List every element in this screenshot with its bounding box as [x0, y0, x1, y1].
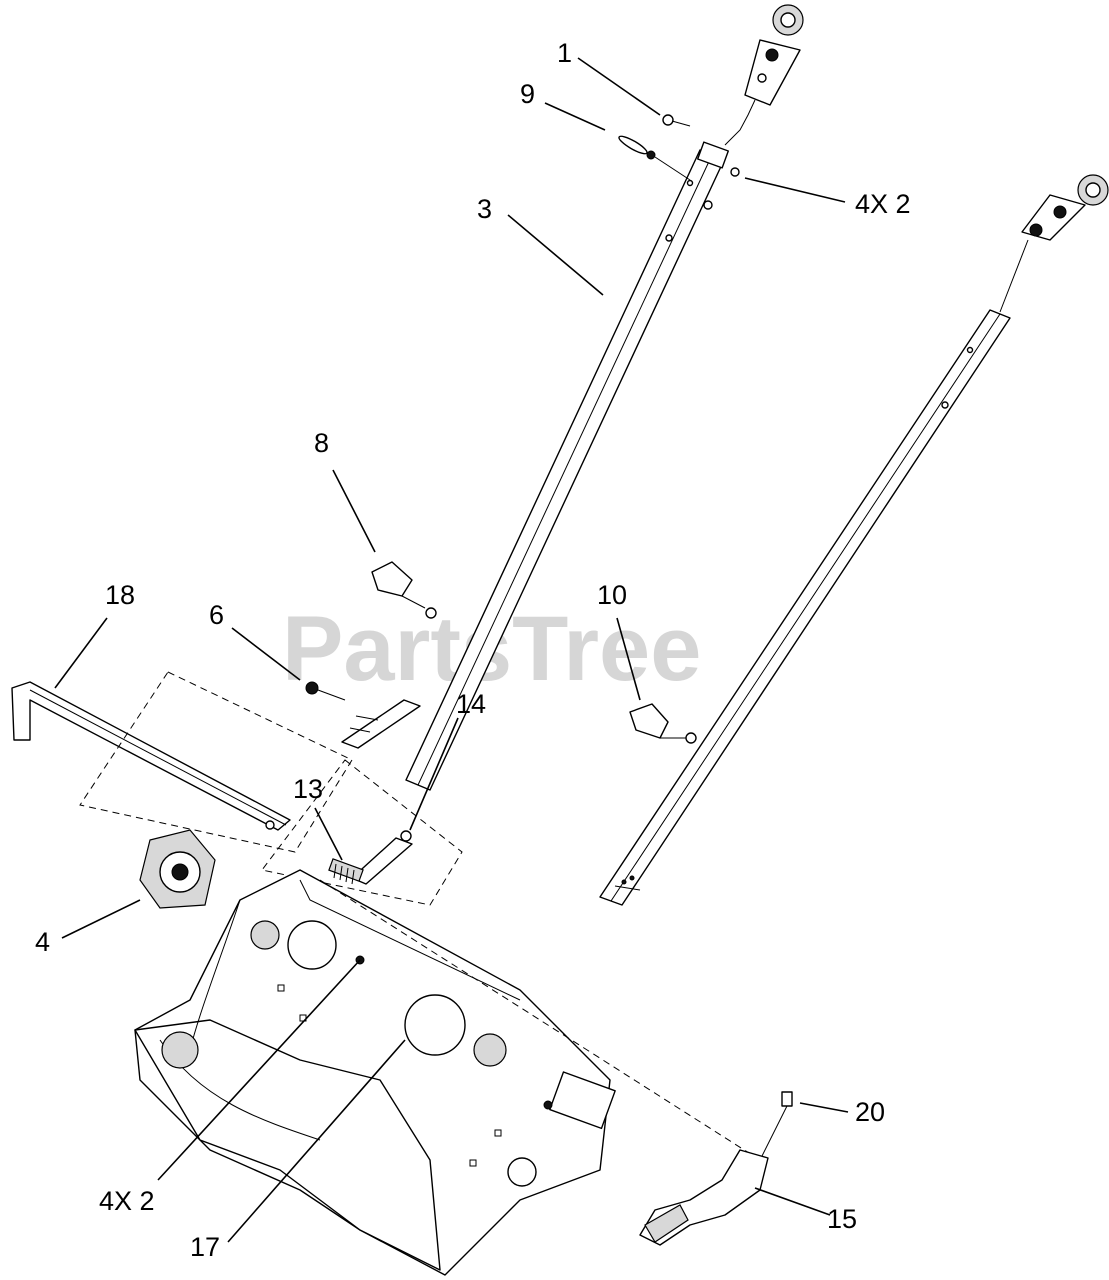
- leader-17: [227, 1039, 406, 1243]
- alignment-box-lower: [261, 759, 463, 906]
- leader-15: [754, 1187, 831, 1216]
- control-rod-left: [341, 149, 725, 791]
- bolt-part-20: [759, 1091, 793, 1161]
- handle-fitting-left: [697, 4, 804, 210]
- alignment-line-frame: [319, 879, 761, 1161]
- leader-6: [231, 627, 301, 681]
- leader-20: [799, 1102, 849, 1113]
- leader-9: [544, 102, 606, 131]
- leader-4: [61, 899, 141, 939]
- leader-13: [314, 807, 343, 861]
- callout-20: 20: [855, 1097, 885, 1127]
- callout-4x2-lower: 4X 2: [99, 1186, 155, 1216]
- callout-1: 1: [557, 38, 572, 68]
- callout-9: 9: [520, 79, 535, 109]
- screw-part-6: [305, 681, 346, 701]
- handle-fitting-right: [999, 174, 1109, 313]
- leader-10: [616, 617, 641, 701]
- rod-part-18: [11, 681, 291, 831]
- callout-4: 4: [35, 927, 50, 957]
- frame-housing: [134, 869, 616, 1276]
- alignment-box-upper: [79, 671, 353, 853]
- callout-15: 15: [827, 1204, 857, 1234]
- bearing-part-4: [139, 829, 216, 909]
- clip-part-8: [371, 561, 426, 609]
- callout-17: 17: [190, 1232, 220, 1262]
- callout-13: 13: [293, 774, 323, 804]
- leader-18: [54, 617, 108, 689]
- clip-part-10: [629, 703, 686, 739]
- spring-part-13: [328, 858, 364, 885]
- leader-4x2-lower: [157, 959, 361, 1181]
- callout-6: 6: [209, 600, 224, 630]
- callout-14: 14: [456, 689, 486, 719]
- callout-3: 3: [477, 194, 492, 224]
- leader-14: [409, 717, 459, 831]
- leader-3: [507, 214, 604, 296]
- callout-8: 8: [314, 428, 329, 458]
- callout-10: 10: [597, 580, 627, 610]
- callout-4x2-upper: 4X 2: [855, 189, 911, 219]
- pedal-part-15: [639, 1149, 769, 1246]
- callout-18: 18: [105, 580, 135, 610]
- pin-part-1: [662, 114, 691, 127]
- clip-part-9: [618, 135, 694, 187]
- leader-4x2-upper: [744, 177, 846, 203]
- leader-1: [577, 57, 661, 116]
- leader-8: [332, 469, 376, 553]
- link-part-14: [351, 830, 413, 885]
